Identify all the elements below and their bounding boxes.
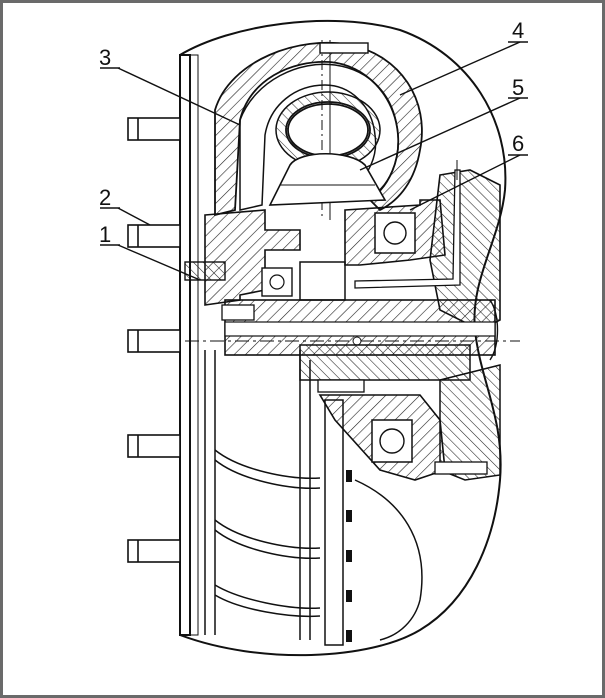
lower-right-housing [439,364,501,481]
label-4: 4 [512,18,524,43]
shaft-bore [224,321,496,337]
bolt [127,117,181,141]
spacer-block [299,261,346,301]
lower-casing-blades [204,350,321,640]
flange-bolts [127,117,181,563]
oil-passage [354,169,461,289]
seal-block [184,261,226,281]
toroidal-chamber-center [287,103,369,157]
bolt [127,224,181,248]
small-bearing-ball [269,274,285,290]
lower-right-bolt [434,461,488,475]
flange-plate [179,54,191,636]
label-1: 1 [99,222,111,247]
leader-lines [100,41,528,281]
lower-runner-plate [324,399,344,646]
lower-shaft [299,344,471,381]
bolt [127,434,181,458]
ball-bearing-lower-ball [379,428,405,454]
shaft-key-bolt [221,304,255,321]
runner-blade-cone [268,152,387,206]
label-2: 2 [99,185,111,210]
bolt [127,539,181,563]
label-5: 5 [512,75,524,100]
lower-runner-arc [354,479,423,641]
lower-fixing-bolt [317,379,365,393]
top-bolt [319,42,369,54]
lower-runner-rivets [346,470,352,642]
label-3: 3 [99,45,111,70]
flange-inner-line [189,54,199,636]
label-6: 6 [512,131,524,156]
ball-bearing-upper-ball [383,221,407,245]
bolt [127,329,181,353]
